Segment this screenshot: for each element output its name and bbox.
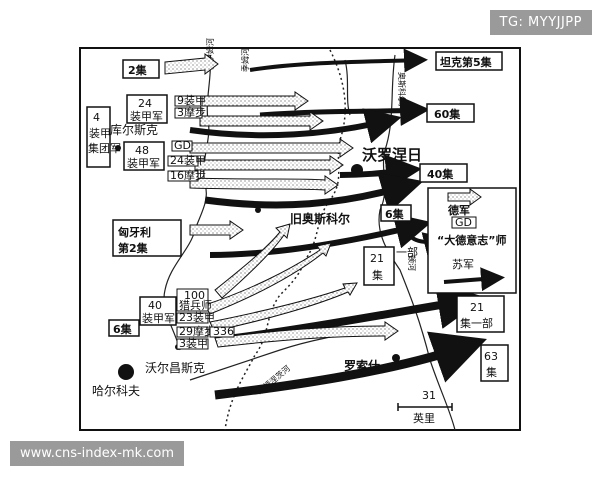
svg-text:一部: 一部 xyxy=(396,245,418,259)
city-label-volchansk: 沃尔昌斯克 xyxy=(145,360,205,375)
legend-soviet-label: 苏军 xyxy=(452,258,474,271)
soviet-army-63: 63 集 xyxy=(480,344,509,382)
svg-text:6集: 6集 xyxy=(385,207,405,221)
svg-text:集: 集 xyxy=(372,268,383,282)
legend-gd-name: “大德意志”师 xyxy=(437,233,506,247)
soviet-counter-arrows xyxy=(189,48,487,400)
svg-text:猎兵师: 猎兵师 xyxy=(179,298,212,312)
svg-text:坦克第5集: 坦克第5集 xyxy=(440,55,493,69)
german-panzer-corps-24: 24 装甲军 xyxy=(126,94,168,124)
svg-text:2集: 2集 xyxy=(128,63,148,77)
hungarian-army-2: 匈牙利 第2集 xyxy=(112,219,182,257)
svg-text:60集: 60集 xyxy=(434,107,461,121)
soviet-army-6: 6集 xyxy=(380,204,412,222)
svg-text:21: 21 xyxy=(470,301,484,314)
city-label-kharkov: 哈尔科夫 xyxy=(92,383,140,398)
river-label-oskol: 奥斯科尔河 xyxy=(397,72,407,112)
german-panzer-corps-40: 40 装甲军 xyxy=(139,296,177,326)
german-army-6: 6集 xyxy=(108,319,140,337)
svg-text:集团军: 集团军 xyxy=(88,141,121,155)
bottom-watermark: www.cns-index-mk.com xyxy=(10,441,185,466)
map-legend: 德军 GD “大德意志”师 苏军 xyxy=(427,187,517,294)
svg-text:GD: GD xyxy=(174,139,191,152)
river-label-seym: 塞伊姆河 xyxy=(205,38,215,70)
svg-text:21: 21 xyxy=(370,252,384,265)
svg-text:3装甲: 3装甲 xyxy=(179,337,208,350)
svg-text:24装甲: 24装甲 xyxy=(170,154,206,167)
soviet-army-60: 60集 xyxy=(426,103,475,123)
city-dot-voronezh xyxy=(351,164,363,176)
svg-text:6集: 6集 xyxy=(113,322,133,336)
soviet-army-21-part-b: 21 集一部 xyxy=(456,295,505,333)
city-dot-kursk xyxy=(115,145,121,151)
svg-text:4: 4 xyxy=(93,111,100,124)
svg-text:40: 40 xyxy=(148,299,162,312)
legend-soviet-arrow xyxy=(443,267,505,292)
city-dot-kharkov xyxy=(118,364,134,380)
svg-text:装甲军: 装甲军 xyxy=(130,110,163,123)
svg-text:63: 63 xyxy=(484,350,498,363)
svg-text:9装甲: 9装甲 xyxy=(177,94,206,107)
svg-text:匈牙利: 匈牙利 xyxy=(118,225,151,239)
river-label-don-lower: 顿河 xyxy=(407,255,417,271)
svg-text:48: 48 xyxy=(135,144,149,157)
svg-text:31: 31 xyxy=(422,389,436,402)
city-label-stary-oskol: 旧奥斯科尔 xyxy=(290,211,350,226)
svg-text:336: 336 xyxy=(213,325,234,338)
legend-gd-code: GD xyxy=(455,216,472,229)
svg-text:集一部: 集一部 xyxy=(460,316,493,330)
city-label-voronezh: 沃罗涅日 xyxy=(362,146,422,164)
soviet-tank-army-5: 坦克第5集 xyxy=(435,51,503,71)
german-panzer-army-4: 4 装甲 集团军 xyxy=(86,106,121,168)
svg-text:第2集: 第2集 xyxy=(118,241,149,255)
svg-text:装甲: 装甲 xyxy=(89,127,111,140)
legend-german-title: 德军 xyxy=(447,203,470,217)
city-dot-stary-oskol xyxy=(255,207,261,213)
svg-text:24: 24 xyxy=(138,97,152,110)
svg-text:装甲军: 装甲军 xyxy=(142,312,175,325)
svg-text:3摩步: 3摩步 xyxy=(177,105,206,119)
svg-text:16摩步: 16摩步 xyxy=(170,168,206,182)
river-label-tim: 季姆河 xyxy=(240,48,250,72)
svg-text:装甲军: 装甲军 xyxy=(127,157,160,170)
top-watermark: TG: MYYJJPP xyxy=(489,10,592,35)
soviet-army-21-part: 21 集 一部 xyxy=(363,245,418,286)
svg-text:集: 集 xyxy=(486,365,497,379)
german-panzer-corps-48: 48 装甲军 xyxy=(123,141,165,171)
scale-bar: 31 英里 xyxy=(397,389,453,425)
city-dot-rossosh xyxy=(392,354,400,362)
svg-text:100: 100 xyxy=(184,289,205,302)
german-army-2: 2集 xyxy=(122,59,160,79)
german-divisions-40-corps: 100 猎兵师 23装甲 29摩步 336 3装甲 xyxy=(176,288,235,350)
svg-text:23装甲: 23装甲 xyxy=(179,311,215,324)
svg-text:29摩步: 29摩步 xyxy=(179,324,215,338)
city-label-kursk: 库尔斯克 xyxy=(110,122,158,137)
soviet-army-40: 40集 xyxy=(419,163,468,183)
german-divisions-24-corps: 9装甲 3摩步 xyxy=(174,94,206,119)
german-divisions-48-corps: GD 24装甲 16摩步 xyxy=(167,139,206,182)
city-label-rossosh: 罗索什 xyxy=(344,358,380,373)
german-attack-arrows xyxy=(164,52,399,348)
svg-text:英里: 英里 xyxy=(413,411,435,425)
svg-text:40集: 40集 xyxy=(427,167,454,181)
